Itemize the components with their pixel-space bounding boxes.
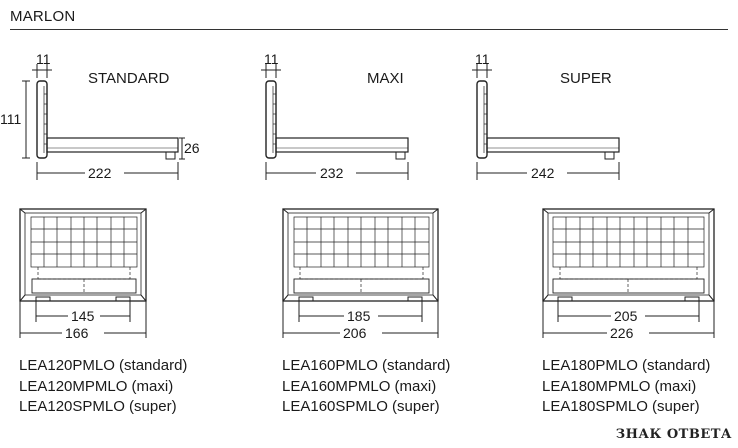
front-120-outer-dim: 166 [65,325,89,341]
super-length-dim: 242 [531,165,555,181]
side-view-super [472,64,620,180]
side-view-maxi [261,64,409,180]
front-160-inner-dim: 185 [347,308,371,324]
code-item: LEA160MPMLO (maxi) [282,377,437,395]
codes-120: LEA120PMLO (standard) LEA120MPMLO (maxi)… [19,356,187,418]
standard-height-dim: 111 [0,111,21,127]
super-label: SUPER [560,70,612,87]
front-180-inner-dim: 205 [614,308,638,324]
standard-leg-dim: 26 [184,140,200,156]
product-title: MARLON [10,8,76,25]
code-item: LEA120PMLO (standard) [19,357,188,374]
front-160-outer-dim: 206 [343,325,367,341]
front-view-180 [542,208,715,338]
title-underline [10,29,728,30]
code-item: LEA120SPMLO (super) [19,398,177,415]
code-item: LEA180MPMLO (maxi) [542,377,697,395]
code-item: LEA180PMLO (standard) [542,357,711,374]
maxi-label: MAXI [367,70,404,87]
front-120-inner-dim: 145 [71,308,95,324]
code-item: LEA160SPMLO (super) [282,398,440,415]
maxi-thickness-dim: 11 [264,51,279,67]
side-view-standard [22,64,185,180]
front-view-120 [19,208,147,338]
standard-thickness-dim: 11 [36,51,51,67]
codes-180: LEA180PMLO (standard) LEA180MPMLO (maxi)… [542,356,710,418]
front-view-160 [282,208,439,338]
super-thickness-dim: 11 [475,51,490,67]
maxi-length-dim: 232 [320,165,344,181]
watermark-text: ЗНАК ОТВЕТА [615,427,732,442]
standard-length-dim: 222 [88,165,112,181]
code-item: LEA160PMLO (standard) [282,357,451,374]
codes-160: LEA160PMLO (standard) LEA160MPMLO (maxi)… [282,356,450,418]
standard-label: STANDARD [88,70,170,87]
code-item: LEA180SPMLO (super) [542,398,700,415]
code-item: LEA120MPMLO (maxi) [19,377,174,395]
front-180-outer-dim: 226 [610,325,634,341]
